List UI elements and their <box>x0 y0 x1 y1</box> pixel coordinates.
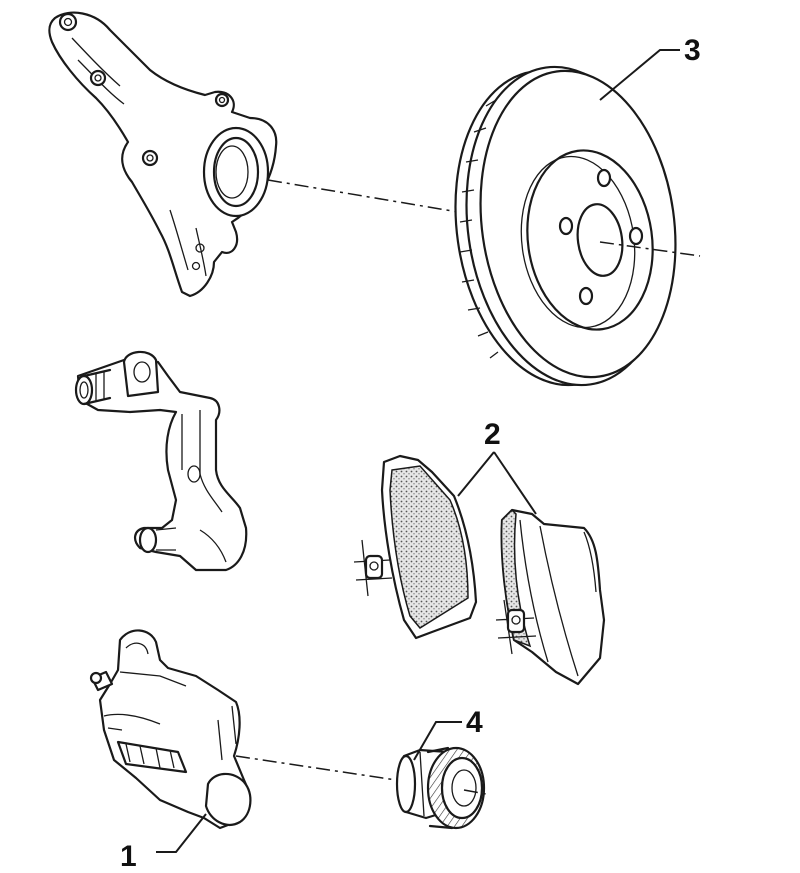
callout-3: 3 <box>599 34 701 101</box>
callout-1-label: 1 <box>120 840 137 873</box>
brake-disc <box>454 65 677 387</box>
piston-axis-line <box>463 789 487 795</box>
brake-pad-right <box>495 508 606 686</box>
steering-knuckle <box>48 11 278 298</box>
caliper-axis-line <box>235 755 397 781</box>
callout-4-label: 4 <box>466 706 483 739</box>
callout-4: 4 <box>413 706 483 761</box>
callout-3-label: 3 <box>684 34 701 67</box>
brake-caliper <box>89 629 252 830</box>
caliper-bracket <box>74 350 248 572</box>
callout-2-label: 2 <box>484 418 501 451</box>
brake-pad-left <box>353 454 478 640</box>
hub-axis-line <box>267 179 471 215</box>
callout-2: 2 <box>457 418 537 515</box>
disc-axis-line <box>599 241 701 257</box>
piston-dust-seal <box>426 746 486 830</box>
callout-1: 1 <box>120 813 207 873</box>
